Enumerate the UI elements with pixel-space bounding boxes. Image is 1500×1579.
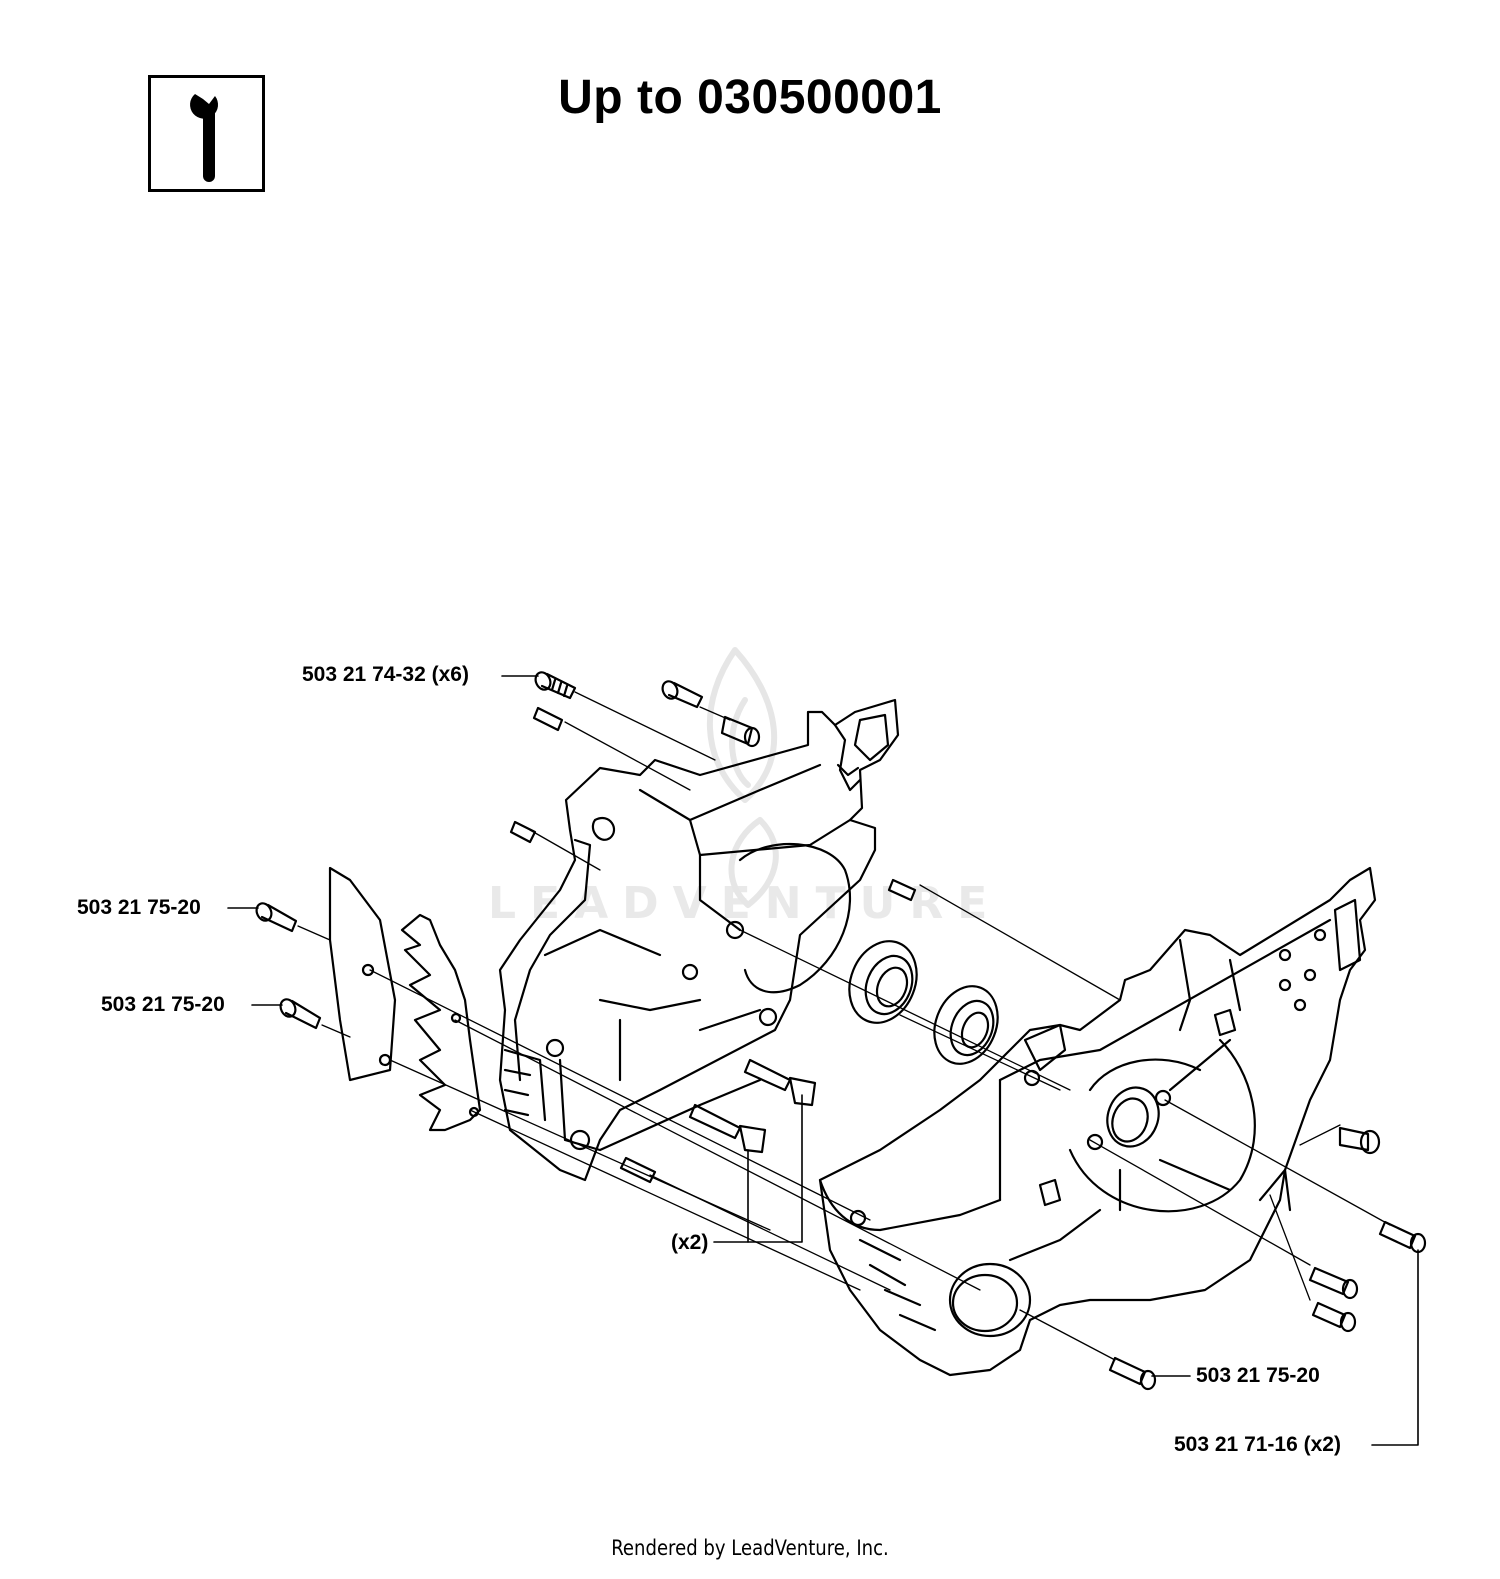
screw-left-lower	[279, 998, 322, 1030]
crankcase-left-half	[498, 698, 900, 1182]
screw-right-pair-c	[1311, 1301, 1357, 1333]
assembly-axis-lines	[297, 691, 1391, 1361]
pin-mid	[509, 820, 537, 844]
bolt-top-2	[661, 680, 704, 709]
wrench-icon	[190, 94, 219, 182]
bearing-right	[933, 985, 999, 1065]
chain-guard-plate	[328, 866, 397, 1082]
callout-label-screw-right-pair: 503 21 71-16 (x2)	[1174, 1433, 1341, 1456]
callout-label-bolt-top: 503 21 74-32 (x6)	[302, 663, 469, 686]
crankcase-right-half	[818, 866, 1377, 1377]
nut-right	[1338, 1126, 1381, 1155]
flame-logo-icon	[707, 647, 779, 908]
callout-label-screw-bottom-right: 503 21 75-20	[1196, 1364, 1320, 1387]
bolt-top	[534, 671, 577, 700]
dowel-right	[887, 878, 917, 902]
spiked-bumper	[400, 913, 482, 1132]
screw-left-upper	[255, 902, 298, 933]
screw-right-pair-b	[1308, 1266, 1359, 1300]
callout-label-bolt-pair: (x2)	[671, 1231, 709, 1254]
chain-tensioner-bolt-1	[743, 1058, 817, 1107]
nut-top	[720, 715, 761, 748]
footer-credit: Rendered by LeadVenture, Inc.	[611, 1536, 889, 1560]
bearing-left	[848, 940, 918, 1024]
pin-bottom	[619, 1156, 657, 1184]
callout-leaders	[227, 675, 1419, 1446]
pin-top	[532, 706, 564, 732]
screw-bottom-right	[1108, 1356, 1157, 1391]
callout-label-screw-left-upper: 503 21 75-20	[77, 896, 201, 919]
page-title: Up to 030500001	[558, 71, 942, 124]
screw-right-pair-a	[1378, 1220, 1427, 1254]
chain-tensioner-bolt-2	[688, 1103, 767, 1154]
callout-label-screw-left-lower: 503 21 75-20	[101, 993, 225, 1016]
service-tool-box	[148, 75, 265, 192]
